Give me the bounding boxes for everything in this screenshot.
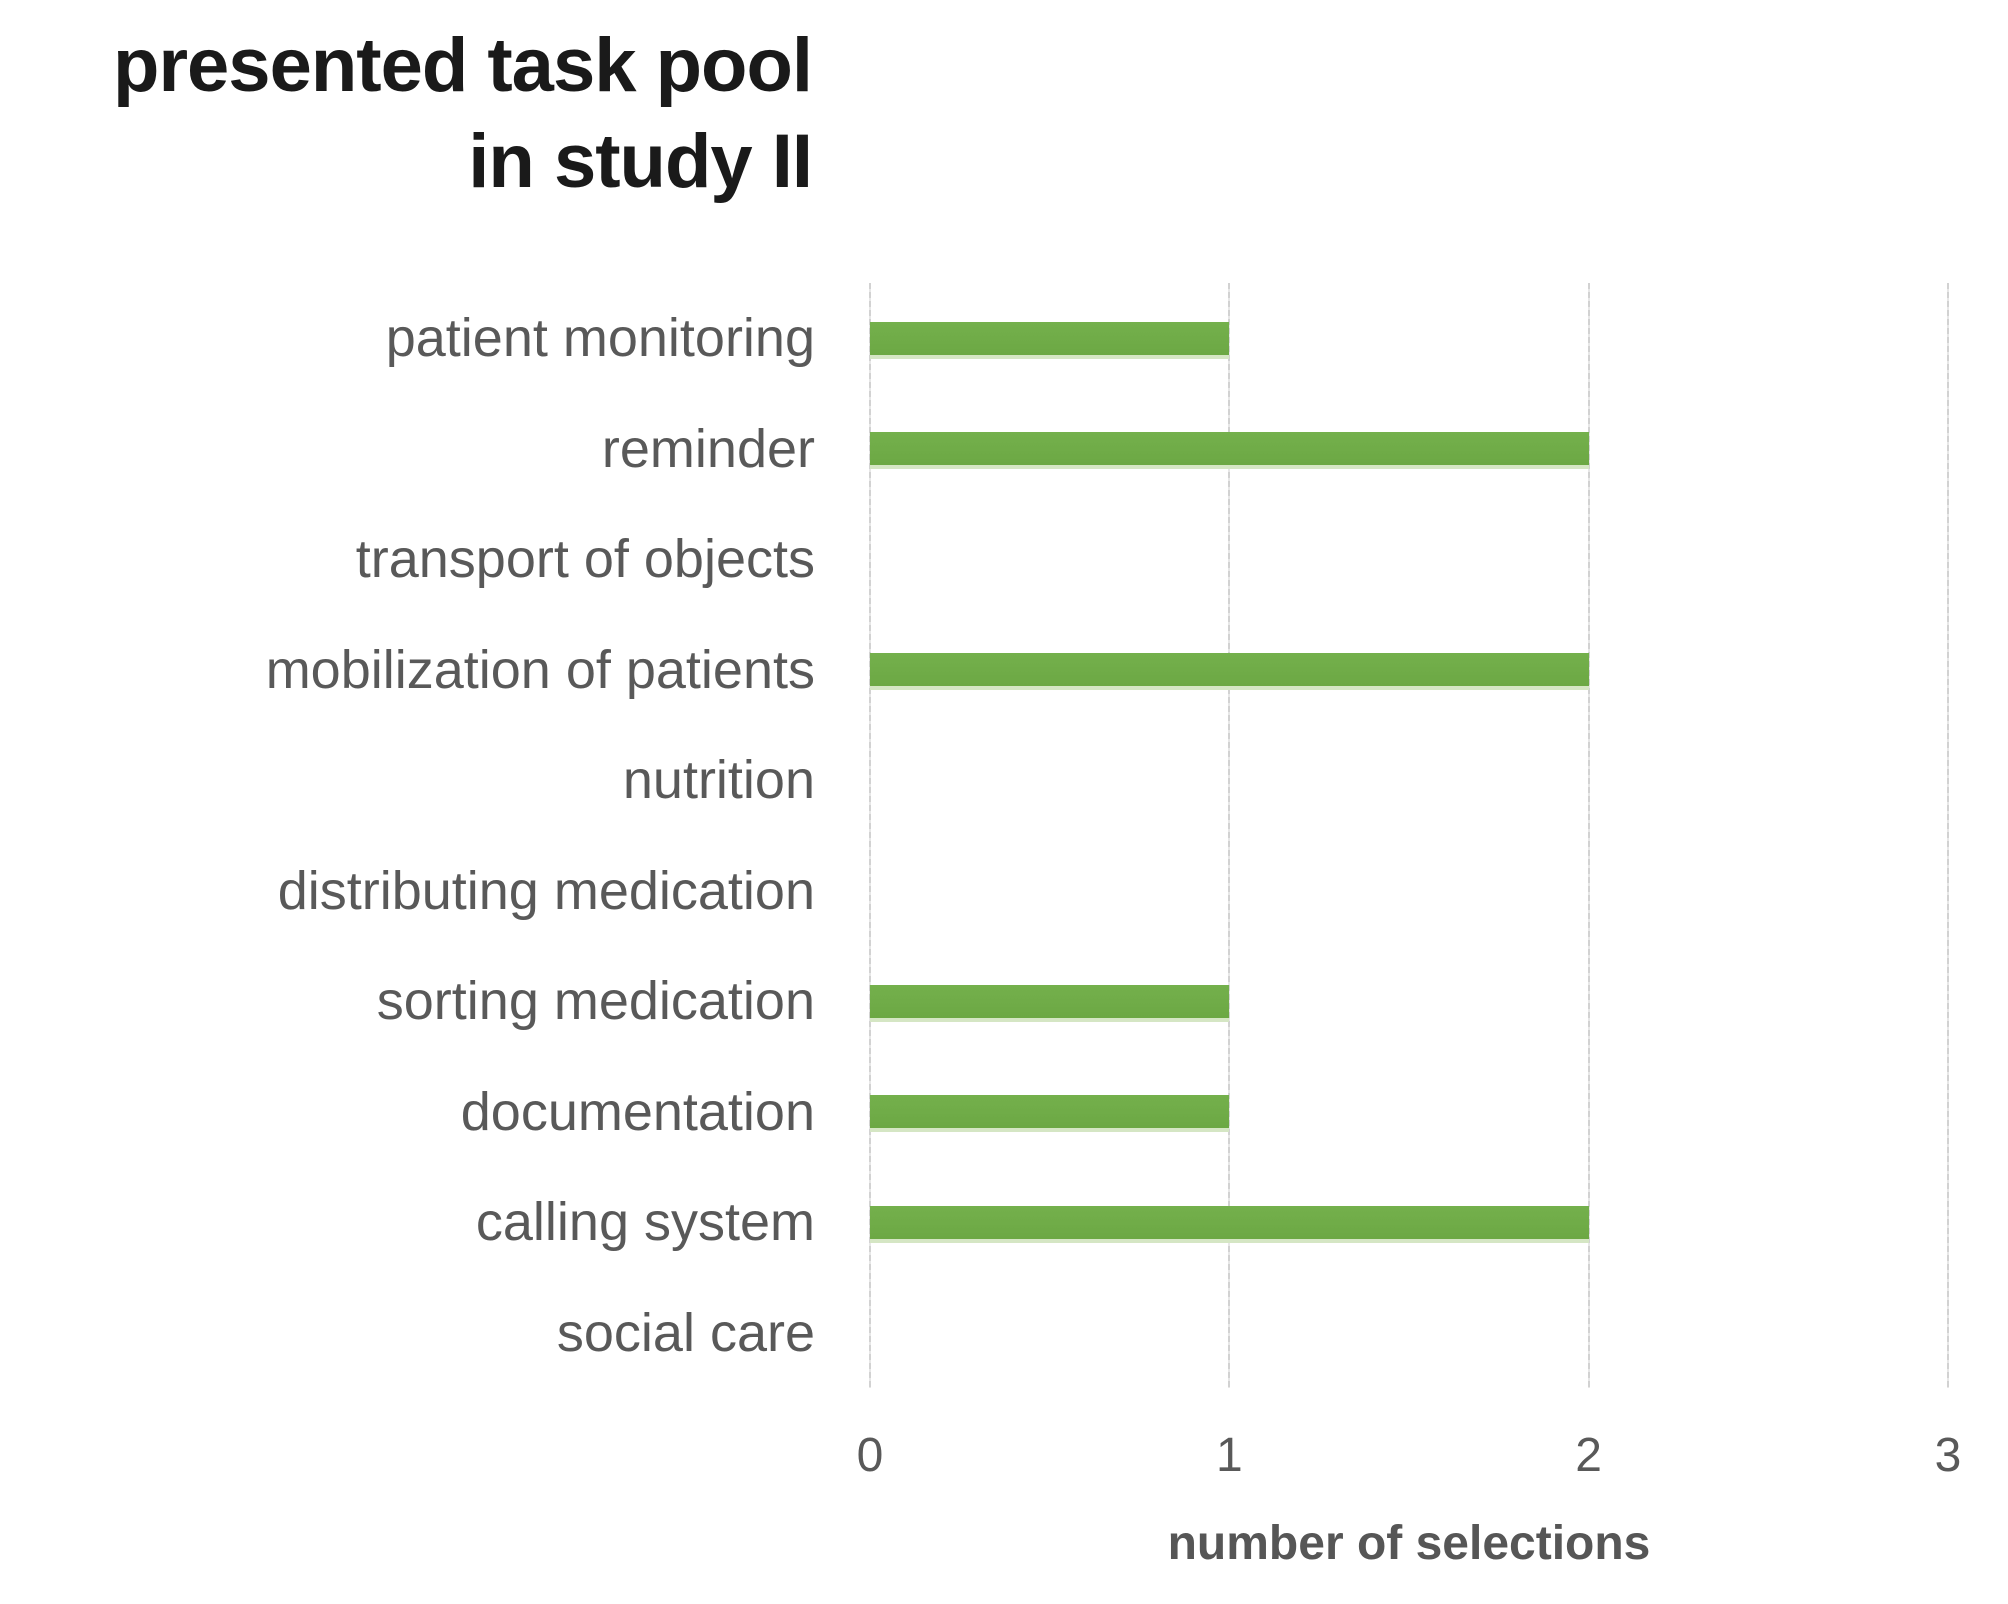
bar-row xyxy=(870,615,1948,726)
gridline-x-1 xyxy=(1228,283,1231,1388)
x-tick-label: 3 xyxy=(1934,1429,1962,1482)
bar-row xyxy=(870,1057,1948,1168)
category-label: documentation xyxy=(460,1081,815,1142)
category-label: sorting medication xyxy=(376,971,815,1032)
category-label: transport of objects xyxy=(355,529,815,590)
category-label: mobilization of patients xyxy=(265,639,815,700)
bar xyxy=(870,653,1589,687)
gridline-x-0 xyxy=(869,283,871,1388)
x-tick-label: 0 xyxy=(856,1429,884,1482)
x-axis-title: number of selections xyxy=(1167,1517,1651,1570)
x-tick-label: 1 xyxy=(1215,1429,1243,1482)
bar xyxy=(870,432,1589,466)
category-label: distributing medication xyxy=(277,860,815,921)
bar xyxy=(870,321,1230,355)
chart-title: presented task pool in study II xyxy=(0,18,813,210)
bar xyxy=(870,1095,1230,1129)
bar xyxy=(870,1205,1589,1239)
category-label: reminder xyxy=(601,418,815,479)
gridline-x-2 xyxy=(1587,283,1590,1388)
gridline-x-3 xyxy=(1947,283,1949,1388)
category-label: calling system xyxy=(475,1192,815,1253)
category-label: nutrition xyxy=(622,750,815,811)
category-label: patient monitoring xyxy=(385,308,815,369)
bar-row xyxy=(870,946,1948,1057)
bar-row xyxy=(870,1167,1948,1278)
x-tick-label: 2 xyxy=(1575,1429,1603,1482)
plot-area xyxy=(869,283,1949,1388)
bar-row xyxy=(870,1278,1948,1389)
bar-row xyxy=(870,504,1948,615)
category-label: social care xyxy=(556,1302,815,1363)
bar-row xyxy=(870,394,1948,505)
category-axis-labels: patient monitoring reminder transport of o… xyxy=(0,283,815,1388)
x-axis-ticks: 0 1 2 3 xyxy=(857,1428,1962,1488)
chart-title-line-1: presented task pool xyxy=(113,23,813,108)
bar xyxy=(870,984,1230,1018)
chart-title-line-2: in study II xyxy=(468,119,813,204)
bar-row xyxy=(870,725,1948,836)
plot-rows xyxy=(870,283,1948,1388)
bar-row xyxy=(870,283,1948,394)
bar-row xyxy=(870,836,1948,947)
